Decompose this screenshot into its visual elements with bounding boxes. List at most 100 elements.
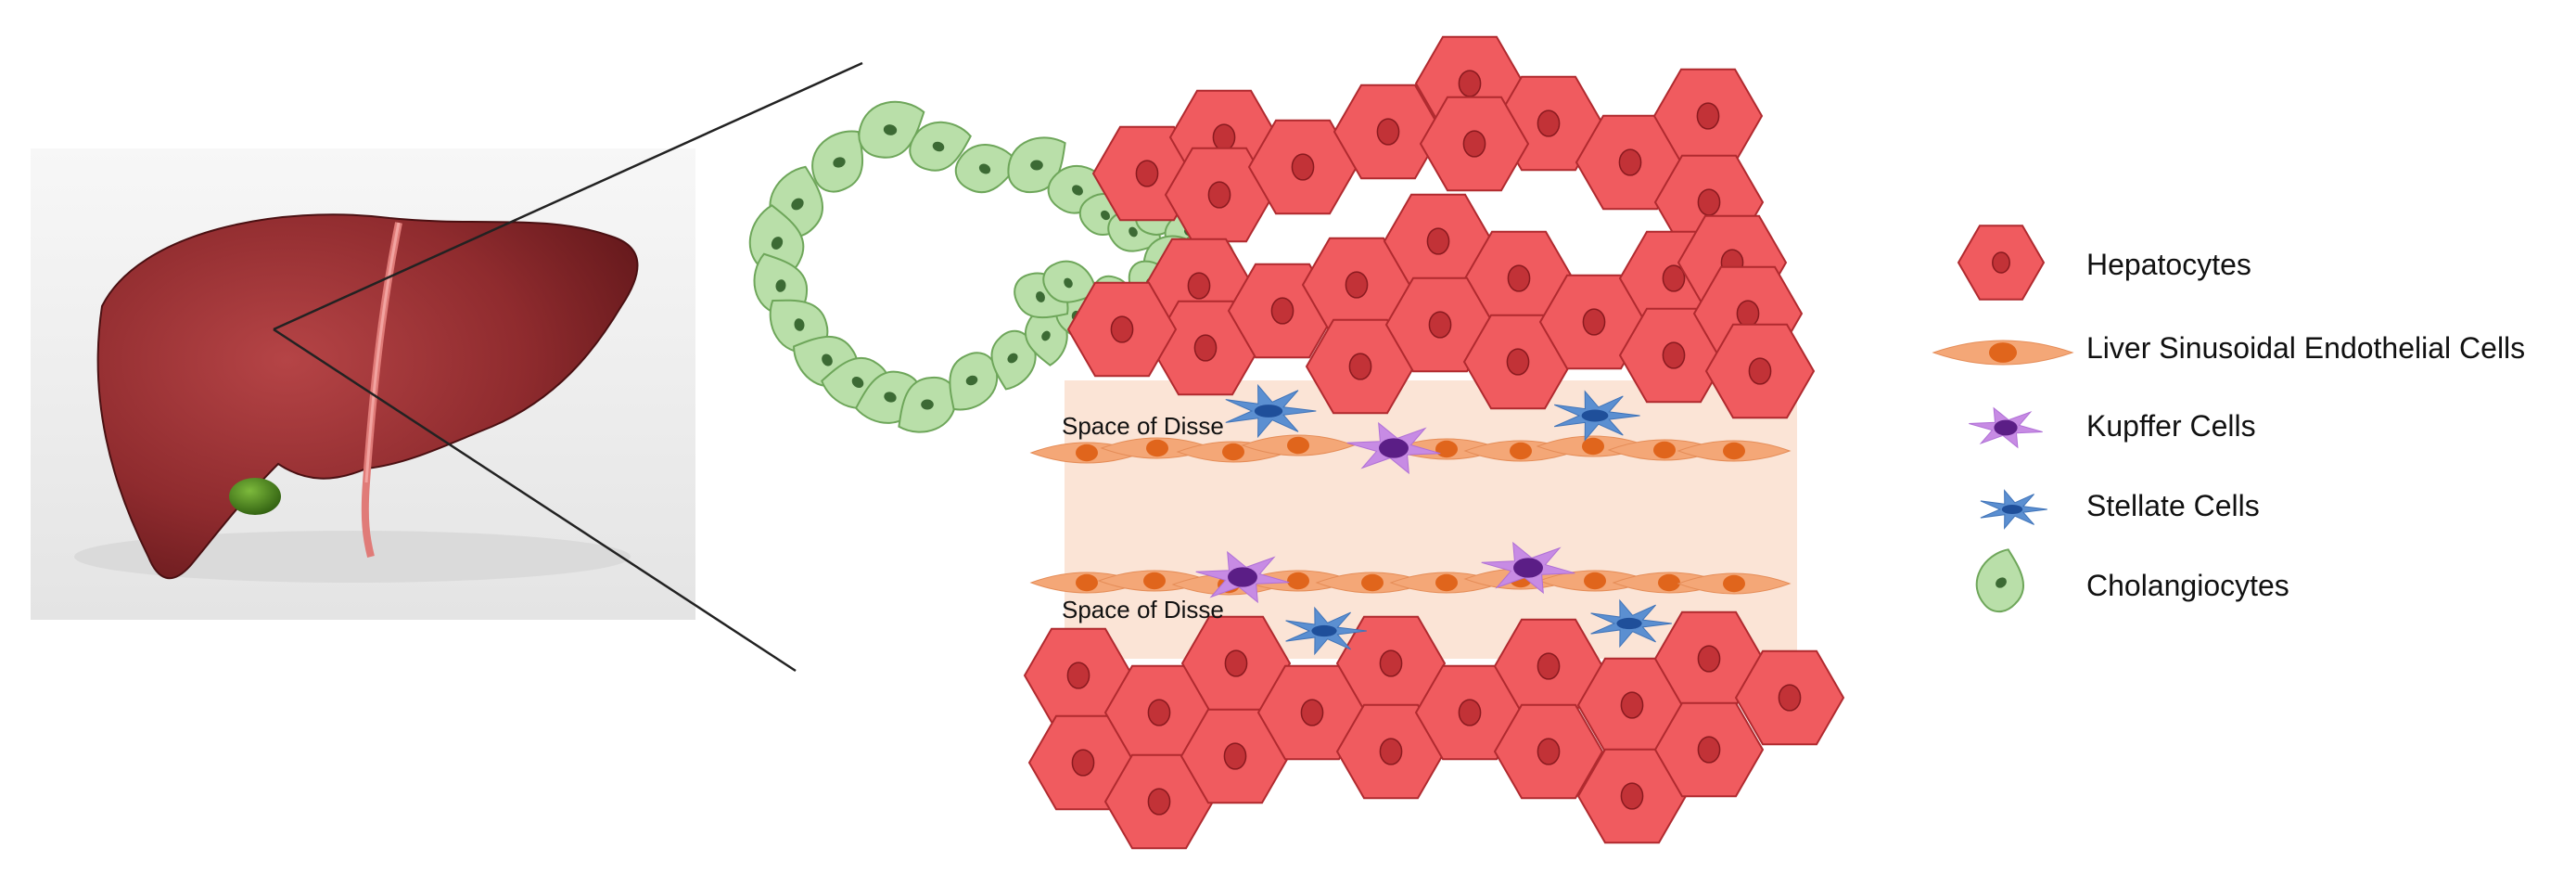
legend-item-kupffer: Kupffer Cells (1969, 406, 2256, 449)
cholangiocyte-nucleus (978, 163, 991, 174)
lsec-nucleus (1361, 573, 1384, 592)
lsec-nucleus (1435, 573, 1458, 592)
kupffer-nucleus (1379, 438, 1409, 458)
cholangiocyte-nucleus (1030, 160, 1043, 171)
cholangiocyte-nucleus (965, 375, 978, 386)
cholangiocyte-nucleus (1064, 277, 1073, 289)
hepatocyte-nucleus (1066, 662, 1090, 689)
hepatocyte (1384, 276, 1496, 373)
stellate-cell (1285, 606, 1367, 656)
falciform-ligament-highlight (364, 222, 401, 483)
kupffer-cell (1969, 406, 2043, 449)
stellate-core (1311, 624, 1337, 637)
lsec-nucleus (1287, 572, 1309, 590)
hepatocyte-nucleus (1428, 311, 1452, 339)
cholangiocyte-nucleus (822, 353, 833, 366)
hepatocyte (1704, 323, 1816, 419)
hepatocyte (1652, 68, 1764, 164)
cholangiocyte-nucleus (1072, 185, 1083, 196)
hepatocyte (1419, 96, 1530, 192)
hepatocyte-nucleus (1662, 264, 1686, 292)
hepatocyte-nucleus (1696, 102, 1720, 130)
cholangiocyte-nucleus (775, 279, 786, 292)
lsec-cell (1677, 572, 1792, 595)
hepatocyte-nucleus (1458, 699, 1482, 726)
cholangiocyte (811, 130, 864, 193)
hepatocyte-nucleus (1300, 699, 1324, 726)
kupffer-nucleus (1994, 419, 2018, 436)
zoom-line-bottom (273, 328, 797, 673)
lsec-nucleus (1076, 443, 1098, 462)
cholangiocyte (1007, 136, 1066, 193)
kupffer-nucleus (1513, 558, 1543, 578)
lsec-nucleus (1582, 437, 1604, 456)
stellate-core (1254, 405, 1283, 418)
cholangiocyte (909, 121, 972, 172)
stellate-core (1581, 409, 1609, 422)
hepatocyte-nucleus (1748, 357, 1772, 385)
hepatocyte-nucleus (1662, 341, 1686, 369)
hepatocyte-nucleus (1736, 300, 1760, 328)
liver-illustration (31, 61, 863, 673)
cholangiocyte-nucleus (1129, 226, 1138, 238)
space-of-disse-label-top: Space of Disse (1062, 412, 1224, 440)
hepatocyte (1103, 753, 1215, 850)
cholangiocyte (949, 352, 998, 411)
hexagon-icon (1957, 225, 2046, 301)
hepatocyte-nucleus (1778, 684, 1802, 712)
hepatocyte-nucleus (1618, 148, 1642, 176)
hepatocyte (1335, 703, 1447, 800)
lsec-cell (1677, 440, 1792, 462)
hepatocyte-nucleus (1147, 788, 1171, 816)
hepatocyte-nucleus (1620, 691, 1644, 719)
hepatocyte-plates (1023, 35, 1845, 850)
hepatocyte-nucleus (1345, 271, 1369, 299)
cholangiocyte-nucleus (771, 237, 784, 250)
hepatocyte-nucleus (1582, 308, 1606, 336)
hepatocyte-nucleus (1147, 699, 1171, 726)
legend-label-hepatocytes: Hepatocytes (2086, 248, 2251, 281)
spindle-icon (1932, 340, 2074, 366)
hepatocyte (1462, 314, 1574, 410)
cholangiocyte-nucleus (1036, 291, 1045, 302)
hepatocyte (1180, 708, 1291, 804)
lsec-cell (1241, 434, 1356, 456)
hepatocyte (1653, 701, 1765, 798)
hepatocyte-nucleus (1537, 109, 1561, 137)
zoom-line-top (273, 61, 863, 331)
legend-item-hepatocytes: Hepatocytes (1957, 225, 2251, 301)
legend-label-lsec: Liver Sinusoidal Endothelial Cells (2086, 331, 2525, 365)
stellate-cell (1225, 383, 1317, 439)
star-cell-icon (1969, 406, 2043, 449)
stellate-core (1616, 617, 1642, 630)
hepatocyte (1027, 714, 1139, 811)
hepatocyte (1333, 84, 1444, 180)
hepatocyte-nucleus (1110, 315, 1134, 343)
lsec-nucleus (1723, 574, 1745, 593)
kupffer-nucleus (1228, 567, 1257, 587)
gallbladder-shape (229, 478, 281, 515)
cholangiocyte-nucleus (884, 392, 897, 403)
cholangiocyte-nucleus (794, 318, 805, 331)
hepatocyte-nucleus (1291, 153, 1315, 181)
cholangiocyte (1042, 260, 1097, 303)
legend-item-lsec: Liver Sinusoidal Endothelial Cells (1932, 331, 2525, 366)
cholangiocyte-nucleus (833, 157, 846, 168)
hepatocyte-nucleus (1697, 736, 1721, 764)
cholangiocyte-nucleus (1996, 577, 2007, 588)
lsec-nucleus (1653, 441, 1676, 459)
hepatocyte (1247, 119, 1358, 215)
hepatocyte (1066, 281, 1178, 378)
hepatocyte-nucleus (1507, 264, 1531, 292)
lsec-nucleus (1146, 439, 1168, 457)
hepatocyte-nucleus (1207, 181, 1231, 209)
legend-label-stellate: Stellate Cells (2086, 489, 2260, 522)
hepatocyte (1576, 748, 1688, 844)
lsec-nucleus (1658, 573, 1680, 592)
kupffer-cell (1195, 550, 1290, 604)
hepatocyte-nucleus (1620, 782, 1644, 810)
cholangiocyte-nucleus (791, 198, 804, 211)
hepatocyte (1734, 649, 1845, 746)
hepatocyte-nucleus (1992, 251, 2010, 274)
